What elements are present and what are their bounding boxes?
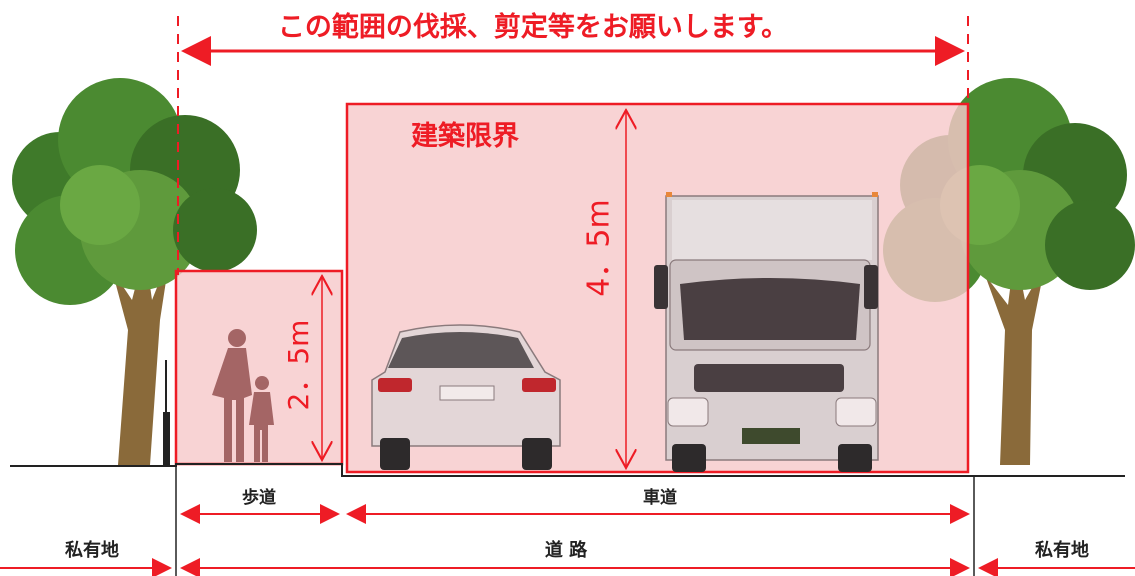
- roadway-label: 車道: [643, 487, 677, 508]
- tree-right: [883, 78, 1135, 465]
- pedestrians-silhouette: [212, 329, 274, 462]
- fence-post: [163, 412, 170, 466]
- private-land-left-label: 私有地: [65, 539, 119, 561]
- sidewalk-label: 歩道: [242, 487, 276, 508]
- car: [371, 324, 561, 470]
- sidewalk-height-label: 2．5m: [282, 320, 315, 411]
- clearance-title: 建築限界: [411, 120, 519, 152]
- private-land-right-label: 私有地: [1035, 539, 1089, 561]
- ground-line: [10, 463, 1125, 477]
- banner-text: この範囲の伐採、剪定等をお願いします。: [278, 11, 788, 43]
- truck: [654, 192, 879, 472]
- tree-left: [12, 78, 257, 465]
- road-label: 道 路: [545, 539, 588, 561]
- road-height-label: 4．5m: [582, 199, 617, 296]
